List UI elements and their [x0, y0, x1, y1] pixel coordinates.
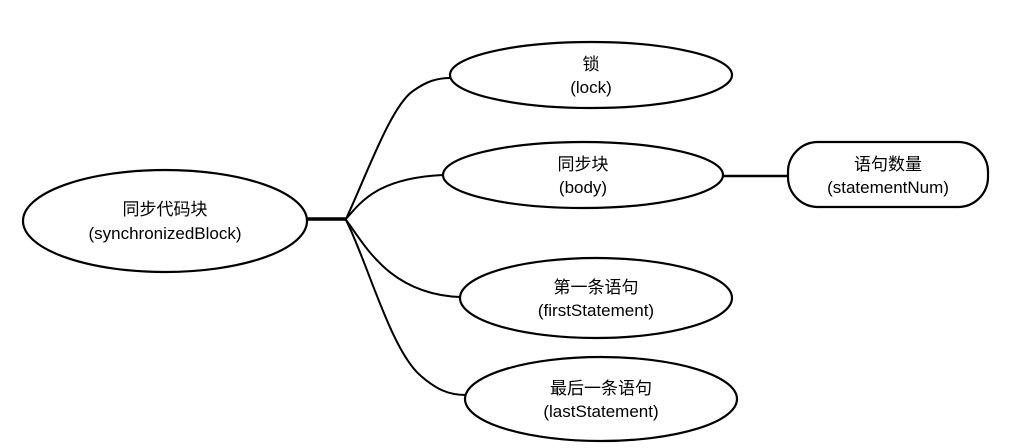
node-lock-shape [448, 40, 734, 110]
edge-root-last-statement [345, 219, 467, 396]
node-last-statement-shape [463, 355, 739, 443]
edge-root-first-statement [345, 219, 461, 298]
edge-layer [307, 77, 790, 396]
node-body-shape [441, 140, 725, 210]
node-body-title: 同步块 [558, 155, 609, 174]
node-body: 同步块 (body) [441, 140, 725, 210]
edge-root-lock [345, 77, 452, 220]
node-root-subtitle: (synchronizedBlock) [88, 224, 241, 243]
node-statement-num-title: 语句数量 [854, 155, 922, 174]
node-body-subtitle: (body) [559, 178, 607, 197]
node-first-statement-subtitle: (firstStatement) [538, 301, 654, 320]
node-lock-title: 锁 [583, 55, 600, 74]
node-last-statement-title: 最后一条语句 [550, 379, 652, 398]
node-root: 同步代码块 (synchronizedBlock) [21, 168, 309, 274]
node-statement-num: 语句数量 (statementNum) [786, 140, 990, 209]
node-first-statement: 第一条语句 (firstStatement) [458, 256, 734, 340]
node-lock: 锁 (lock) [448, 40, 734, 110]
node-root-shape [21, 168, 309, 274]
node-first-statement-title: 第一条语句 [554, 278, 639, 297]
node-root-title: 同步代码块 [123, 200, 208, 219]
node-last-statement: 最后一条语句 (lastStatement) [463, 355, 739, 443]
node-last-statement-subtitle: (lastStatement) [543, 402, 658, 421]
node-lock-subtitle: (lock) [570, 78, 612, 97]
node-first-statement-shape [458, 256, 734, 340]
edge-root-body [345, 174, 444, 220]
node-statement-num-subtitle: (statementNum) [827, 178, 949, 197]
node-statement-num-shape [786, 140, 990, 209]
